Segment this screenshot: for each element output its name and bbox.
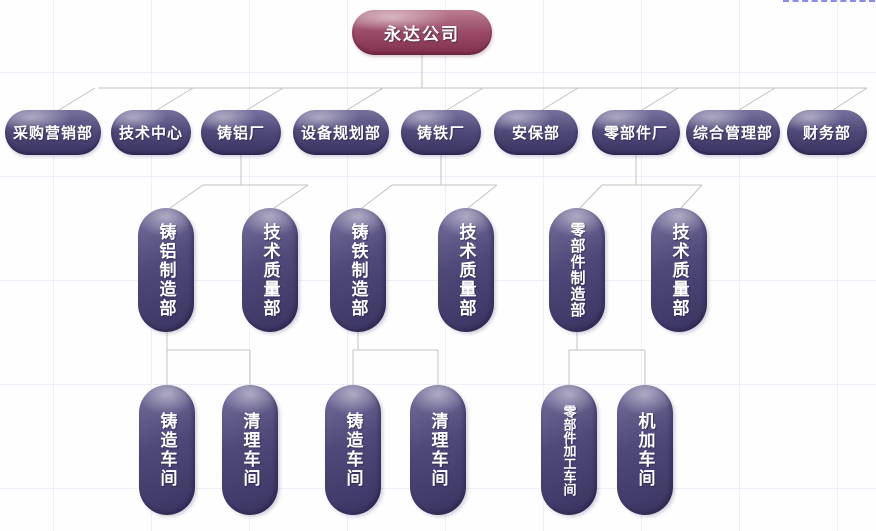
company-root-node[interactable]: 永达公司 (352, 10, 492, 55)
dept-node[interactable]: 零部件厂 (592, 110, 680, 155)
dept-node[interactable]: 铸铝厂 (201, 110, 281, 155)
dept-node[interactable]: 综合管理部 (686, 110, 780, 155)
dept-node[interactable]: 设备规划部 (293, 110, 389, 155)
dept-node[interactable]: 安保部 (494, 110, 578, 155)
workshop-node[interactable]: 清理车间 (222, 385, 278, 515)
workshop-node[interactable]: 铸造车间 (139, 385, 195, 515)
workshop-node[interactable]: 清理车间 (410, 385, 466, 515)
section-node[interactable]: 技术质量部 (438, 208, 494, 332)
section-node[interactable]: 技术质量部 (651, 208, 707, 332)
section-node[interactable]: 铸铝制造部 (138, 208, 194, 332)
section-node[interactable]: 零部件制造部 (549, 208, 605, 332)
dept-node[interactable]: 财务部 (787, 110, 867, 155)
workshop-node[interactable]: 铸造车间 (325, 385, 381, 515)
dept-node[interactable]: 铸铁厂 (401, 110, 481, 155)
dept-node[interactable]: 采购营销部 (5, 110, 101, 155)
section-node[interactable]: 技术质量部 (242, 208, 298, 332)
workshop-node[interactable]: 机加车间 (617, 385, 673, 515)
dept-node[interactable]: 技术中心 (111, 110, 191, 155)
workshop-node[interactable]: 零部件加工车间 (541, 385, 597, 515)
top-right-dashed-line (783, 0, 875, 2)
section-node[interactable]: 铸铁制造部 (330, 208, 386, 332)
